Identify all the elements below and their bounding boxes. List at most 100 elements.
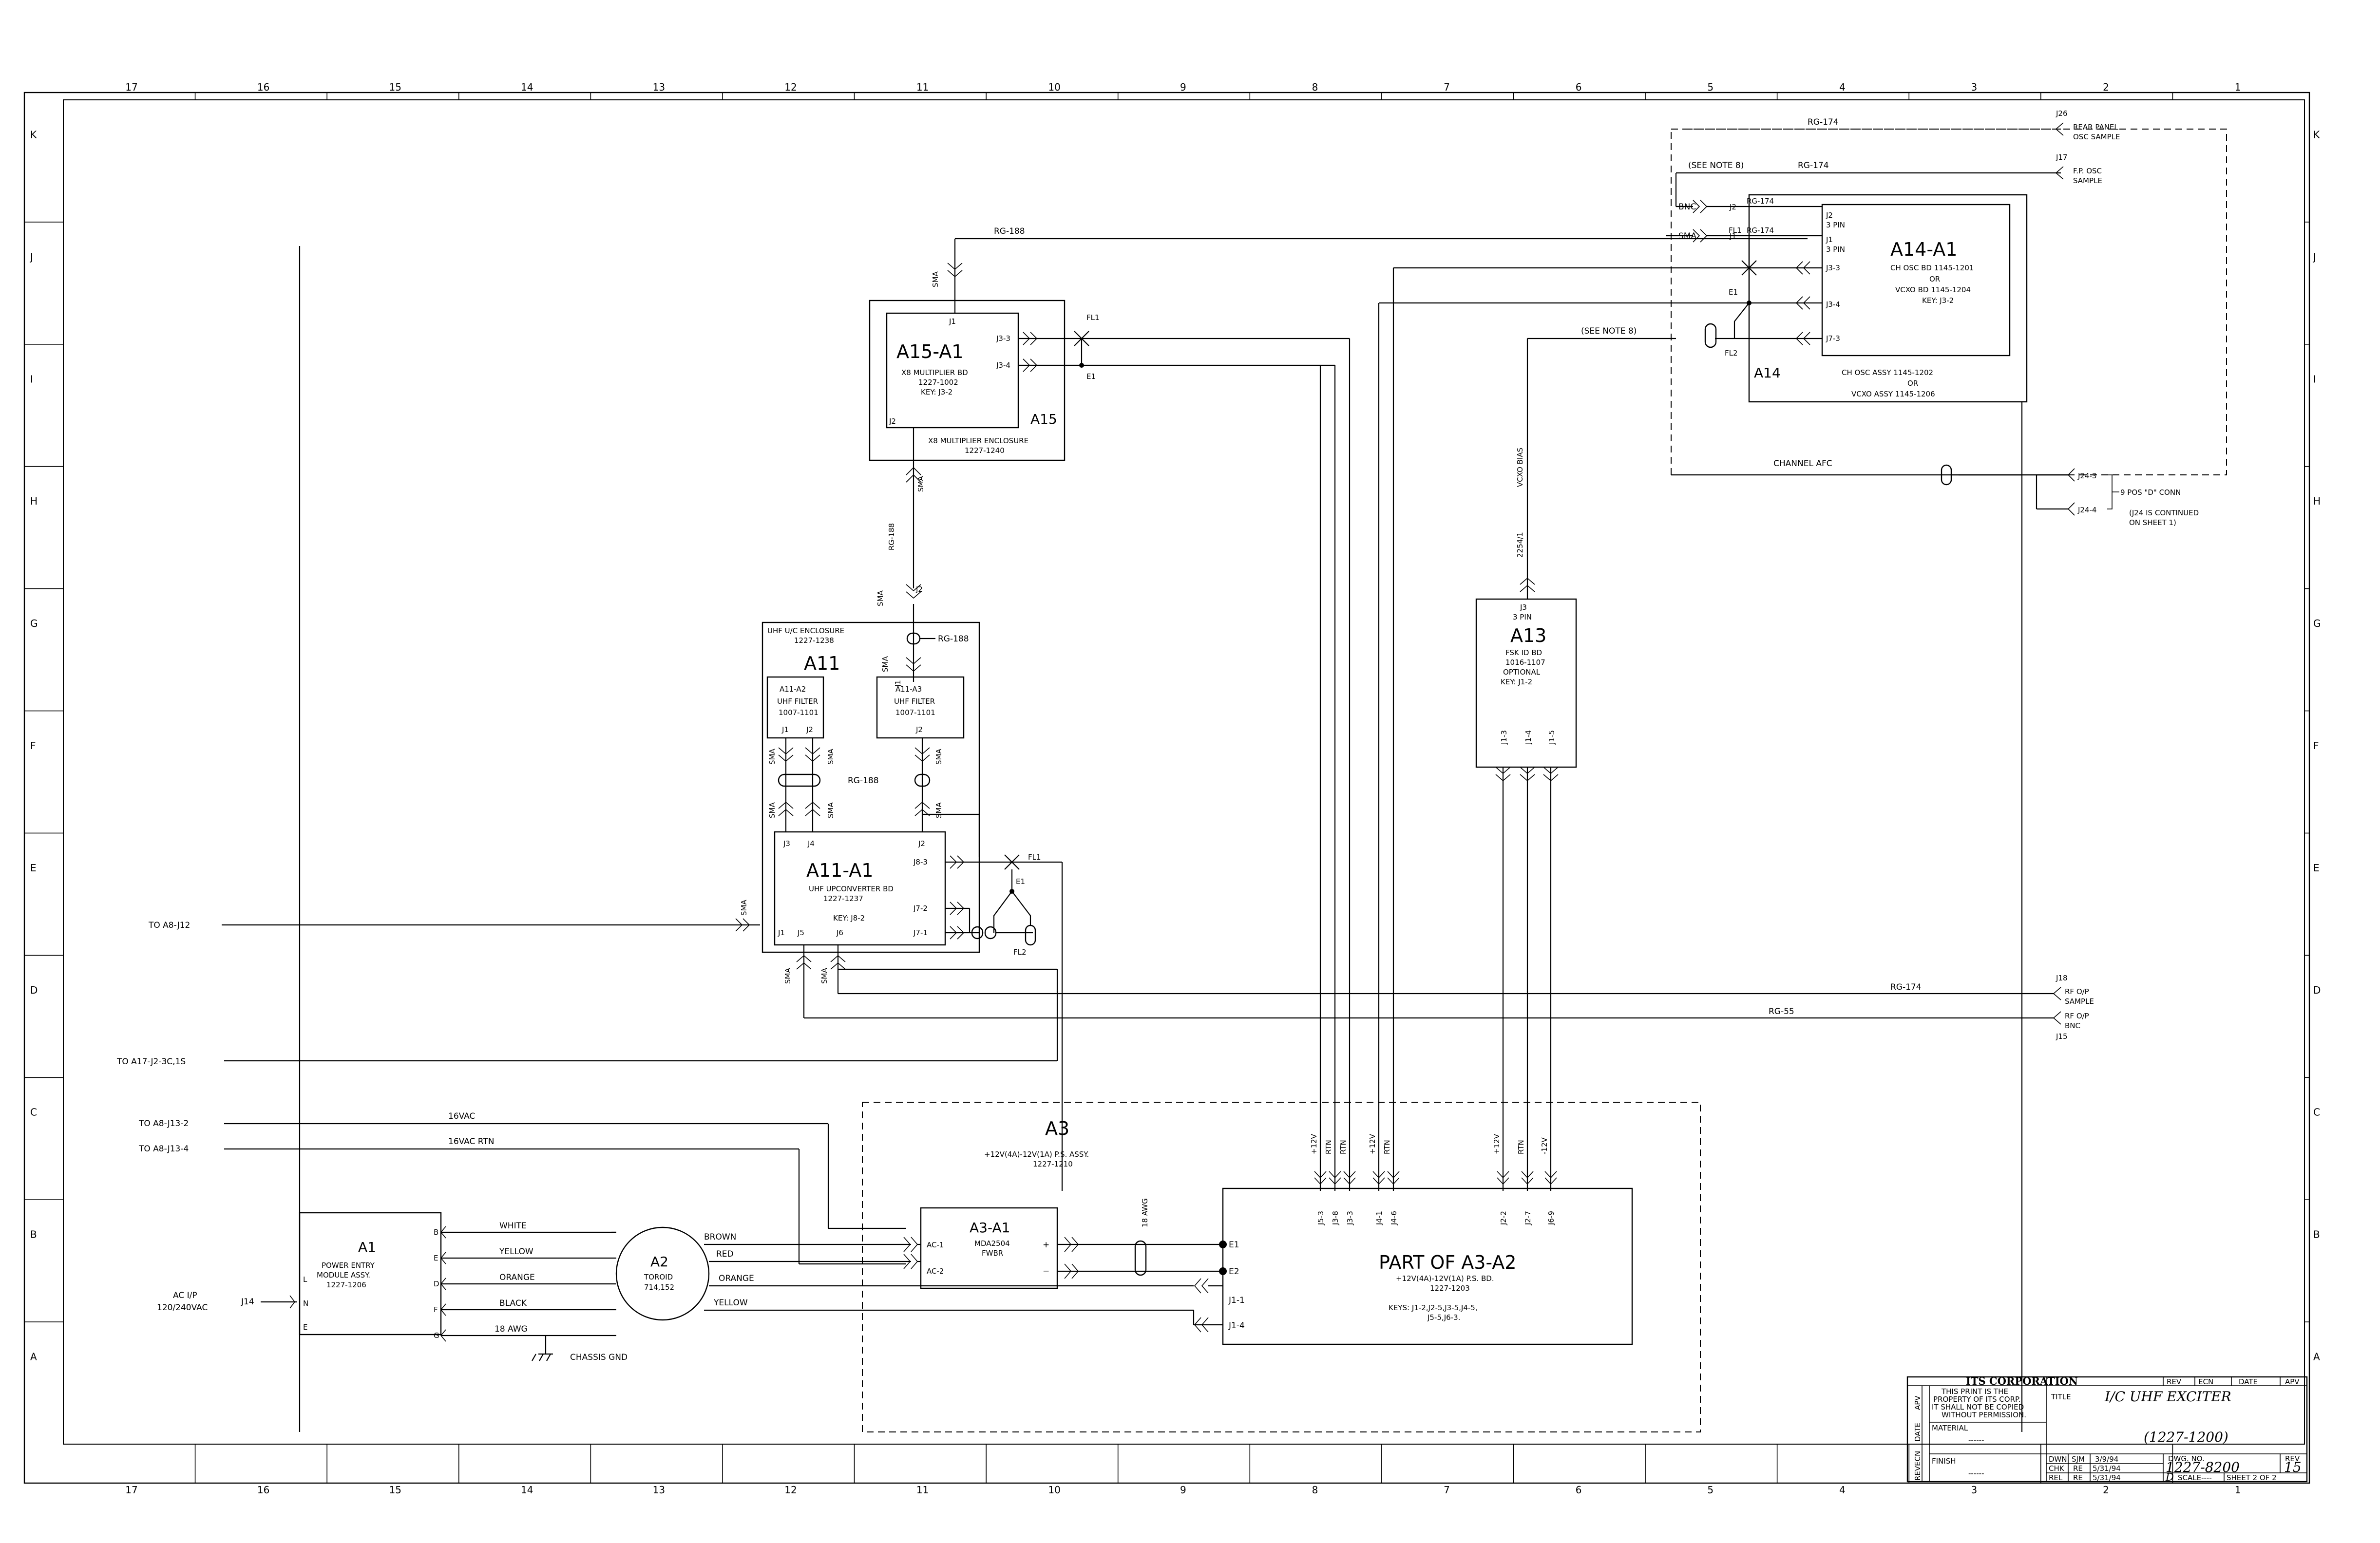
zone-row-label: D — [2313, 984, 2321, 996]
a3-ref: A3 — [1045, 1118, 1069, 1139]
a1-a2-wiring: WHITE YELLOW ORANGE BLACK 18 AWG CHASSIS… — [440, 1221, 628, 1362]
a3a2-ref: PART OF A3-A2 — [1379, 1252, 1516, 1273]
right-conn-line: J26 — [2056, 109, 2068, 118]
zone-column-label: 14 — [521, 81, 533, 93]
a1-out-pin: B — [434, 1228, 438, 1237]
right-conn-line: REAR PANEL — [2073, 123, 2118, 132]
a14-pin: 3 PIN — [1826, 221, 1845, 229]
a14-pin: J3-4 — [1826, 300, 1840, 309]
right-conn-line: F.P. OSC — [2073, 167, 2102, 175]
cable-label: CHANNEL AFC — [1773, 459, 1832, 469]
cable-label: SMA — [820, 968, 829, 984]
zone-column-label: 15 — [389, 81, 401, 93]
a14-pin: 3 PIN — [1826, 245, 1845, 254]
a13-pin: J1-3 — [1500, 730, 1508, 745]
a3a2-signal-label: RTN — [1383, 1140, 1391, 1154]
zone-row-label: K — [30, 129, 37, 140]
a11-uhf-upconverter-enclosure: UHF U/C ENCLOSURE 1227-1238 A11 RG-188 S… — [735, 604, 2054, 1191]
cable-label: RG-188 — [848, 776, 879, 786]
a3a1-pin: − — [1043, 1266, 1049, 1276]
a2-ref: A2 — [650, 1254, 668, 1270]
j14-label: J14 — [241, 1297, 254, 1307]
zone-row-label: H — [2313, 495, 2321, 507]
wire-color-label: ORANGE — [719, 1274, 754, 1283]
zone-row-label: H — [30, 495, 38, 507]
right-conn-line: J18 — [2056, 974, 2068, 982]
zone-column-label: 15 — [389, 1484, 401, 1496]
a3-a2-top-connectors: J5-3+12VJ3-8RTNJ3-3RTNJ4-1+12VJ4-6RTNJ2-… — [1310, 1133, 1557, 1225]
right-conn-line: SAMPLE — [2065, 997, 2094, 1006]
a11-encl-line: UHF U/C ENCLOSURE — [767, 626, 844, 635]
a3a2-pin-label: J3-8 — [1331, 1211, 1340, 1225]
zone-row-label: F — [30, 740, 36, 752]
a3a2-line: +12V(4A)-12V(1A) P.S. BD. — [1396, 1274, 1494, 1283]
a13-ref: A13 — [1510, 625, 1546, 646]
a13-fsk-id-board: J3 3 PIN A13 FSK ID BD 1016-1107 OPTIONA… — [1475, 326, 1676, 1191]
a3a1-line: FWBR — [982, 1249, 1003, 1258]
a11a1-line: J7-1 — [913, 928, 928, 937]
a11-pin: E1 — [1016, 877, 1025, 886]
tb-note: PROPERTY OF ITS CORP. — [1933, 1395, 2020, 1404]
right-conn-line: BNC — [2065, 1021, 2080, 1030]
a11a2-line: UHF FILTER — [777, 697, 818, 706]
a3a1-line: MDA2504 — [974, 1239, 1010, 1248]
zone-row-label: D — [30, 984, 38, 996]
right-conn-line: J24-3 — [2077, 471, 2096, 480]
a1-line: 1227-1206 — [326, 1280, 366, 1289]
right-conn-line: SAMPLE — [2073, 176, 2102, 185]
a3-a1-bridge-rectifier: A3-A1 MDA2504 FWBR AC-1 AC-2 + − 18 AWG — [903, 1198, 1223, 1289]
a14-line: CH OSC BD 1145-1201 — [1890, 263, 1974, 272]
tb-size: D — [2165, 1471, 2174, 1483]
a13-line: OPTIONAL — [1503, 668, 1541, 677]
a1-out-pin: G — [434, 1331, 439, 1340]
a14-line: OR — [1929, 275, 1940, 283]
a3-line: 1227-1210 — [1033, 1160, 1073, 1168]
zone-column-label: 14 — [521, 1484, 533, 1496]
tb-title: I/C UHF EXCITER — [2104, 1389, 2231, 1405]
right-conn-line: J24-4 — [2077, 506, 2096, 514]
zone-row-label: A — [2313, 1351, 2320, 1363]
a3a2-pin-label: J6-9 — [1547, 1211, 1556, 1225]
tb-side: APV — [1913, 1395, 1922, 1410]
offsheet-a8-j12: TO A8-J12 — [148, 921, 760, 930]
a11a2-line: J2 — [806, 725, 813, 734]
a1-pin-e: E — [303, 1323, 307, 1332]
zone-column-label: 9 — [1180, 1484, 1186, 1496]
a1-power-entry-module: A1 POWER ENTRY MODULE ASSY. 1227-1206 L … — [157, 1212, 442, 1340]
cable-label: RG-188 — [938, 634, 969, 644]
zone-column-label: 7 — [1444, 81, 1450, 93]
zone-row-label: E — [30, 862, 37, 874]
cable-label: (SEE NOTE 8) — [1581, 326, 1637, 336]
a3-line: +12V(4A)-12V(1A) P.S. ASSY. — [984, 1150, 1089, 1159]
a11a1-line: J6 — [836, 928, 843, 937]
zone-row-label: B — [2313, 1229, 2320, 1241]
tb-sheet: SHEET 2 OF 2 — [2227, 1473, 2277, 1482]
a14-oscillator-assembly: A14-A1 CH OSC BD 1145-1201 OR VCXO BD 11… — [1378, 117, 2227, 1191]
zone-column-label: 4 — [1839, 81, 1846, 93]
drawing-frame — [23, 92, 2310, 1484]
tb-header: APV — [2285, 1377, 2300, 1386]
zone-row-label: K — [2313, 129, 2320, 140]
a11a1-line: KEY: J8-2 — [833, 914, 865, 922]
zone-column-label: 6 — [1576, 81, 1582, 93]
cable-label: RG-174 — [1808, 117, 1839, 127]
a15-encl-line: X8 MULTIPLIER ENCLOSURE — [928, 436, 1028, 445]
right-conn-line: 9 POS "D" CONN — [2120, 488, 2181, 497]
a15-ref: A15-A1 — [896, 341, 963, 362]
zone-column-label: 17 — [125, 81, 137, 93]
zone-column-label: 7 — [1444, 1484, 1450, 1496]
wire-color-label: YELLOW — [499, 1247, 533, 1257]
offsheet-label: TO A8-J12 — [148, 921, 190, 930]
a14-pin: J3-3 — [1826, 263, 1840, 272]
zone-row-label: I — [30, 373, 33, 385]
a3a2-signal-label: RTN — [1339, 1140, 1348, 1154]
a3a2-pin: J1-1 — [1228, 1296, 1245, 1305]
tb-side: DATE — [1913, 1423, 1922, 1442]
ac-volts-label: 120/240VAC — [157, 1303, 208, 1313]
wire-color-label: YELLOW — [713, 1298, 748, 1308]
tb-header: ECN — [2198, 1377, 2213, 1386]
tb-rev-label: REV — [2285, 1454, 2300, 1463]
a14-encl-line: VCXO ASSY 1145-1206 — [1851, 390, 1935, 398]
a3-power-supply-assembly: A3 +12V(4A)-12V(1A) P.S. ASSY. 1227-1210 — [862, 1102, 1701, 1432]
a3a2-pin-label: J3-3 — [1346, 1211, 1354, 1225]
